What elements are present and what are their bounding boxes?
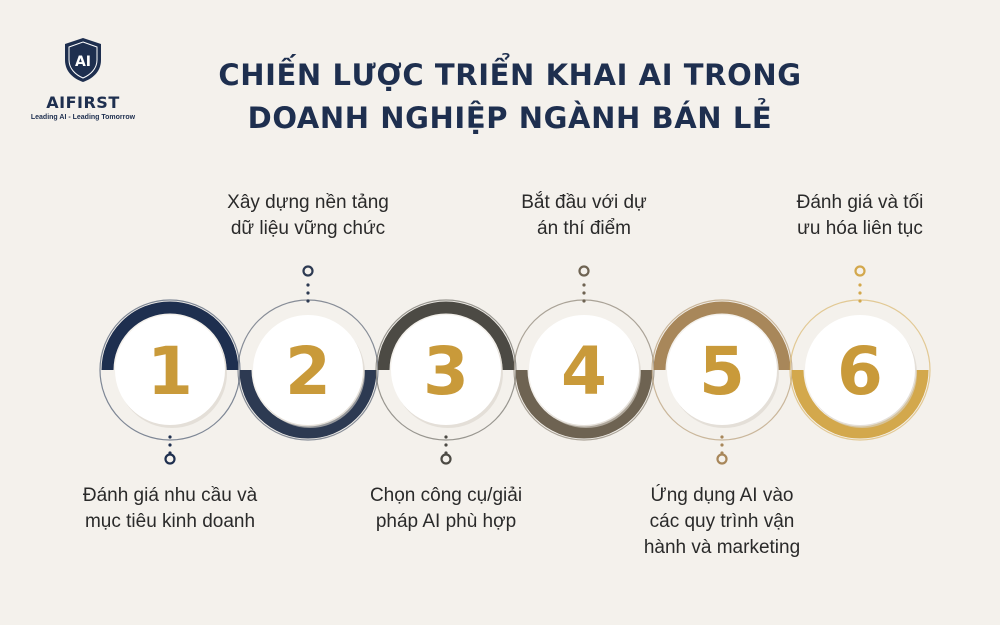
step-number-3: 3	[423, 333, 469, 410]
step-1: 1	[99, 299, 241, 465]
page-title: CHIẾN LƯỢC TRIỂN KHAI AI TRONG DOANH NGH…	[160, 54, 860, 140]
step-disc-6	[805, 315, 915, 425]
step-marker-icon-1	[164, 453, 176, 465]
step-connector-dot-3-2	[444, 443, 448, 447]
brand-logo: AI AIFIRST Leading AI - Leading Tomorrow	[28, 36, 138, 121]
step-label-line: mục tiêu kinh doanh	[84, 511, 256, 532]
step-connector-dot-2-3	[306, 283, 310, 287]
step-label-line: Đánh giá nhu cầu và	[82, 485, 258, 506]
step-label-line: các quy trình vận	[649, 511, 795, 532]
title-line-1: CHIẾN LƯỢC TRIỂN KHAI AI TRONG	[218, 58, 802, 92]
step-4: 4	[513, 265, 655, 441]
step-number-1: 1	[147, 333, 193, 410]
step-connector-dot-6-2	[858, 291, 862, 295]
step-ring-1	[101, 301, 239, 371]
step-marker-icon-6	[854, 265, 866, 277]
shield-logo-icon: AI	[65, 38, 101, 82]
step-connector-dot-1-1	[168, 435, 172, 439]
step-connector-dot-6-1	[858, 299, 862, 303]
step-disc-1	[115, 315, 225, 425]
step-marker-icon-5	[716, 453, 728, 465]
step-disc-3	[391, 315, 501, 425]
step-label-5: Ứng dụng AI vào các quy trình vận hành và …	[622, 483, 822, 561]
step-disc-5	[667, 315, 777, 425]
step-ring-2	[239, 369, 377, 439]
step-number-6: 6	[837, 333, 883, 410]
step-label-line: Ứng dụng AI vào	[650, 485, 794, 506]
step-3: 3	[375, 299, 517, 465]
brand-name: AIFIRST	[46, 93, 120, 112]
step-ring-3	[377, 301, 515, 371]
step-label-6: Đánh giá và tối ưu hóa liên tục	[760, 190, 960, 242]
step-label-1: Đánh giá nhu cầu và mục tiêu kinh doanh	[70, 483, 270, 535]
step-label-2: Xây dựng nền tảng dữ liệu vững chức	[208, 190, 408, 242]
step-number-4: 4	[561, 333, 607, 410]
step-connector-dot-3-1	[444, 435, 448, 439]
logo-emblem-text: AI	[75, 54, 91, 70]
step-marker-icon-2	[302, 265, 314, 277]
step-ring-5	[653, 301, 791, 371]
step-label-4: Bắt đầu với dự án thí điểm	[484, 190, 684, 242]
step-ring-6	[791, 369, 929, 439]
step-6: 6	[789, 265, 931, 441]
title-line-2: DOANH NGHIỆP NGÀNH BÁN LẺ	[247, 101, 773, 135]
step-ring-4	[515, 369, 653, 439]
brand-tagline: Leading AI - Leading Tomorrow	[30, 114, 136, 121]
step-label-line: ưu hóa liên tục	[797, 218, 923, 239]
step-disc-4	[529, 315, 639, 425]
step-marker-icon-4	[578, 265, 590, 277]
step-label-line: hành và marketing	[643, 537, 801, 558]
step-label-line: Chọn công cụ/giải	[369, 485, 523, 506]
step-disc-2	[253, 315, 363, 425]
step-label-line: Xây dựng nền tảng	[227, 192, 389, 213]
step-label-line: án thí điểm	[537, 218, 631, 239]
step-label-line: pháp AI phù hợp	[375, 511, 517, 532]
step-connector-dot-2-1	[306, 299, 310, 303]
step-5: 5	[651, 299, 793, 465]
step-connector-dot-6-3	[858, 283, 862, 287]
step-connector-dot-4-1	[582, 299, 586, 303]
step-marker-icon-3	[440, 453, 452, 465]
step-connector-dot-5-1	[720, 435, 724, 439]
step-label-3: Chọn công cụ/giải pháp AI phù hợp	[346, 483, 546, 535]
step-connector-dot-5-2	[720, 443, 724, 447]
step-label-line: Đánh giá và tối	[796, 192, 924, 213]
step-number-5: 5	[699, 333, 745, 410]
step-connector-dot-1-2	[168, 443, 172, 447]
step-label-line: Bắt đầu với dự	[521, 192, 647, 213]
step-connector-dot-4-2	[582, 291, 586, 295]
step-connector-dot-4-3	[582, 283, 586, 287]
step-2: 2	[237, 265, 379, 441]
step-number-2: 2	[285, 333, 331, 410]
step-connector-dot-2-2	[306, 291, 310, 295]
step-label-line: dữ liệu vững chức	[230, 218, 386, 239]
